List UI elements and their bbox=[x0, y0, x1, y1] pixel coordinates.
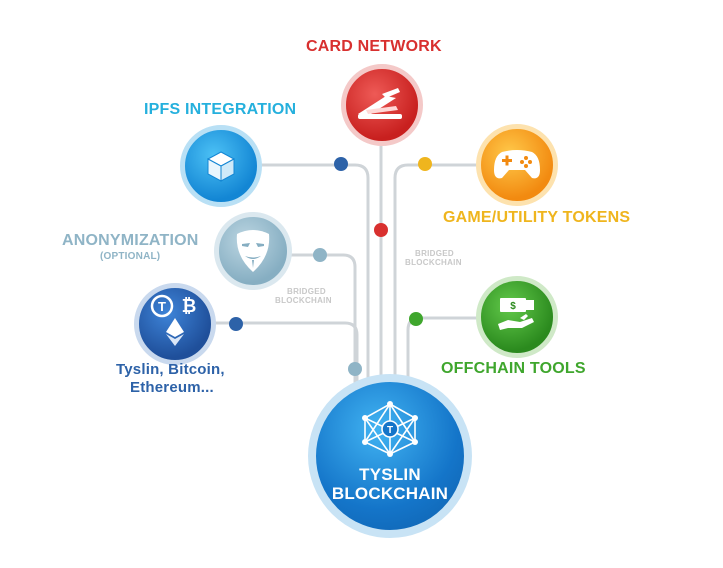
dot-game bbox=[418, 157, 432, 171]
svg-text:$: $ bbox=[510, 301, 516, 312]
mask-icon bbox=[236, 230, 270, 272]
svg-text:₿: ₿ bbox=[182, 296, 197, 316]
anonymization-sublabel: (OPTIONAL) bbox=[100, 251, 161, 262]
dot-ipfs bbox=[334, 157, 348, 171]
center-title-line2: BLOCKCHAIN bbox=[331, 484, 449, 503]
svg-text:T: T bbox=[387, 425, 393, 436]
game-label: GAME/UTILITY TOKENS bbox=[443, 209, 631, 226]
dot-coins bbox=[229, 317, 243, 331]
card-network-node bbox=[341, 64, 423, 146]
coins-label-line2: Ethereum... bbox=[130, 379, 214, 396]
svg-text:T: T bbox=[158, 299, 166, 314]
ipfs-label: IPFS INTEGRATION bbox=[144, 101, 297, 118]
connector-coins bbox=[213, 321, 359, 402]
bridged-label-left: BRIDGED BLOCKCHAIN bbox=[275, 287, 332, 305]
dot-offchain bbox=[409, 312, 423, 326]
connector-ipfs bbox=[260, 163, 370, 402]
coins-label-line1: Tyslin, Bitcoin, bbox=[116, 361, 225, 378]
bridged-label-right: BRIDGED BLOCKCHAIN bbox=[405, 249, 462, 267]
gamepad-icon bbox=[494, 150, 540, 179]
offchain-node bbox=[476, 276, 558, 358]
offchain-label: OFFCHAIN TOOLS bbox=[441, 360, 586, 377]
card-machine-icon bbox=[358, 88, 402, 119]
network-icon: T bbox=[362, 401, 418, 457]
money-hand-icon: $ bbox=[498, 298, 534, 330]
anonymization-label: ANONYMIZATION bbox=[62, 232, 199, 249]
center-title-line1: TYSLIN bbox=[359, 465, 421, 484]
connector-anonymization bbox=[288, 253, 357, 402]
dot-card-network bbox=[374, 223, 388, 237]
cube-icon bbox=[206, 151, 236, 182]
dot-center-entry bbox=[348, 362, 362, 376]
dot-anonymization bbox=[313, 248, 327, 262]
game-node bbox=[476, 124, 558, 206]
card-network-label: CARD NETWORK bbox=[306, 38, 442, 55]
crypto-coins-icon: T ₿ bbox=[150, 294, 197, 346]
connector-game bbox=[393, 163, 478, 402]
